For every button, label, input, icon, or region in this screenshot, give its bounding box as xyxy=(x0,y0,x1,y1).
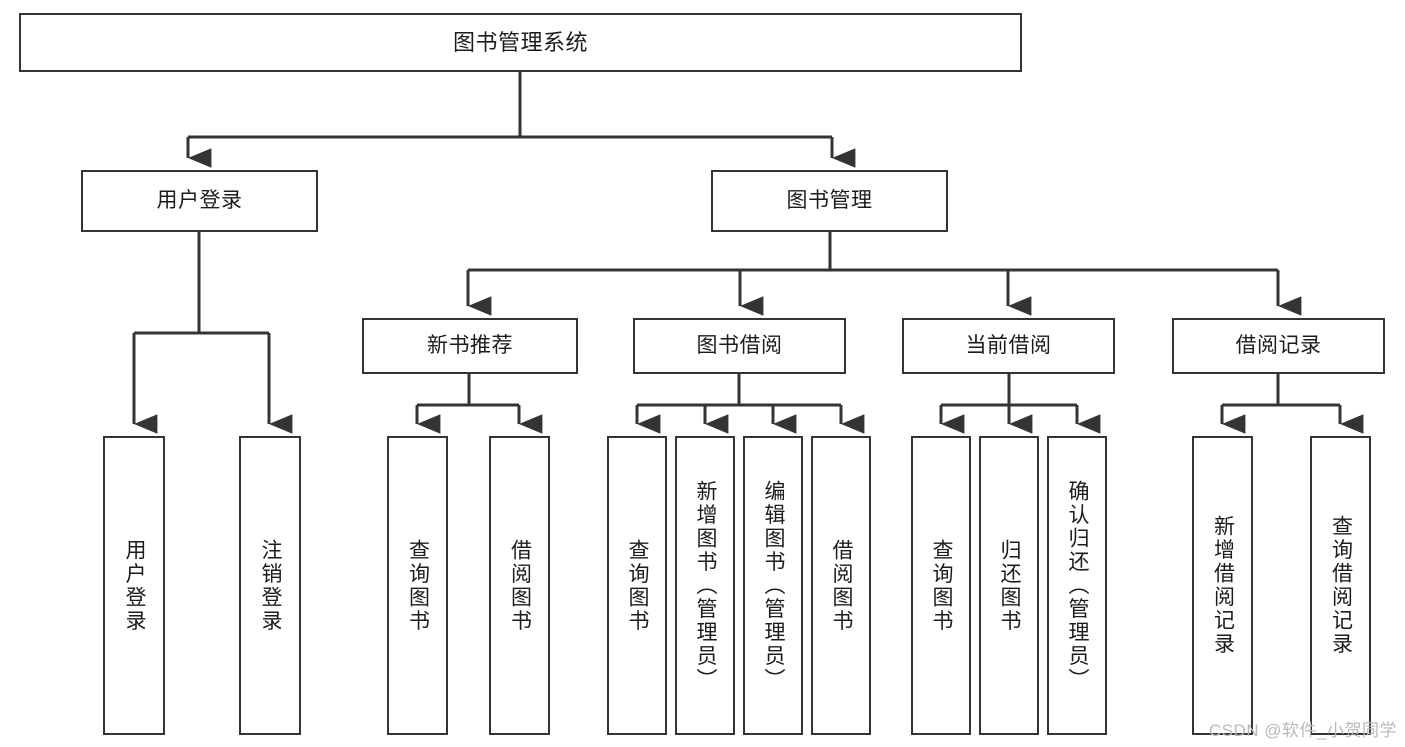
node-label: 查询借阅记录 xyxy=(1329,515,1353,656)
leaf-add-book-admin[interactable]: 新增图书（管理员） xyxy=(675,436,735,735)
leaf-query-books-current[interactable]: 查询图书 xyxy=(911,436,971,735)
leaf-edit-book-admin[interactable]: 编辑图书（管理员） xyxy=(743,436,803,735)
node-label: 新书推荐 xyxy=(427,333,513,357)
node-label: 用户登录 xyxy=(156,188,243,212)
node-label: 图书借阅 xyxy=(696,333,783,357)
node-label: 编辑图书（管理员） xyxy=(762,479,786,692)
leaf-confirm-return-admin[interactable]: 确认归还（管理员） xyxy=(1047,436,1107,735)
node-label: 确认归还（管理员） xyxy=(1066,479,1090,692)
node-label: 用户登录 xyxy=(123,538,147,633)
leaf-query-books-new[interactable]: 查询图书 xyxy=(387,436,448,735)
node-new-book-recommendation[interactable]: 新书推荐 xyxy=(362,318,578,374)
node-label: 借阅图书 xyxy=(508,538,532,633)
node-current-borrowing[interactable]: 当前借阅 xyxy=(902,318,1115,374)
leaf-logout[interactable]: 注销登录 xyxy=(239,436,301,735)
node-label: 归还图书 xyxy=(998,538,1022,633)
leaf-query-borrow-record[interactable]: 查询借阅记录 xyxy=(1310,436,1371,735)
leaf-borrow-books-new[interactable]: 借阅图书 xyxy=(489,436,550,735)
leaf-user-login[interactable]: 用户登录 xyxy=(103,436,165,735)
node-label: 查询图书 xyxy=(626,538,650,633)
node-user-login[interactable]: 用户登录 xyxy=(81,170,318,232)
node-label: 借阅记录 xyxy=(1235,333,1322,357)
leaf-query-books-borrow[interactable]: 查询图书 xyxy=(607,436,667,735)
node-borrow-records[interactable]: 借阅记录 xyxy=(1172,318,1385,374)
node-label: 借阅图书 xyxy=(830,538,854,633)
csdn-watermark: CSDN @软件_小贺同学 xyxy=(1208,721,1397,740)
leaf-return-books[interactable]: 归还图书 xyxy=(979,436,1039,735)
node-label: 当前借阅 xyxy=(965,333,1052,357)
leaf-borrow-books[interactable]: 借阅图书 xyxy=(811,436,871,735)
node-label: 查询图书 xyxy=(930,538,954,633)
node-label: 新增图书（管理员） xyxy=(694,479,718,692)
node-root-book-management-system[interactable]: 图书管理系统 xyxy=(19,13,1022,72)
node-label: 图书管理 xyxy=(786,188,873,212)
node-label: 注销登录 xyxy=(259,538,283,633)
node-book-management[interactable]: 图书管理 xyxy=(711,170,948,232)
node-book-borrowing[interactable]: 图书借阅 xyxy=(633,318,846,374)
node-label: 查询图书 xyxy=(406,538,430,633)
node-label: 新增借阅记录 xyxy=(1211,515,1235,656)
node-label: 图书管理系统 xyxy=(452,29,588,55)
leaf-add-borrow-record[interactable]: 新增借阅记录 xyxy=(1192,436,1253,735)
